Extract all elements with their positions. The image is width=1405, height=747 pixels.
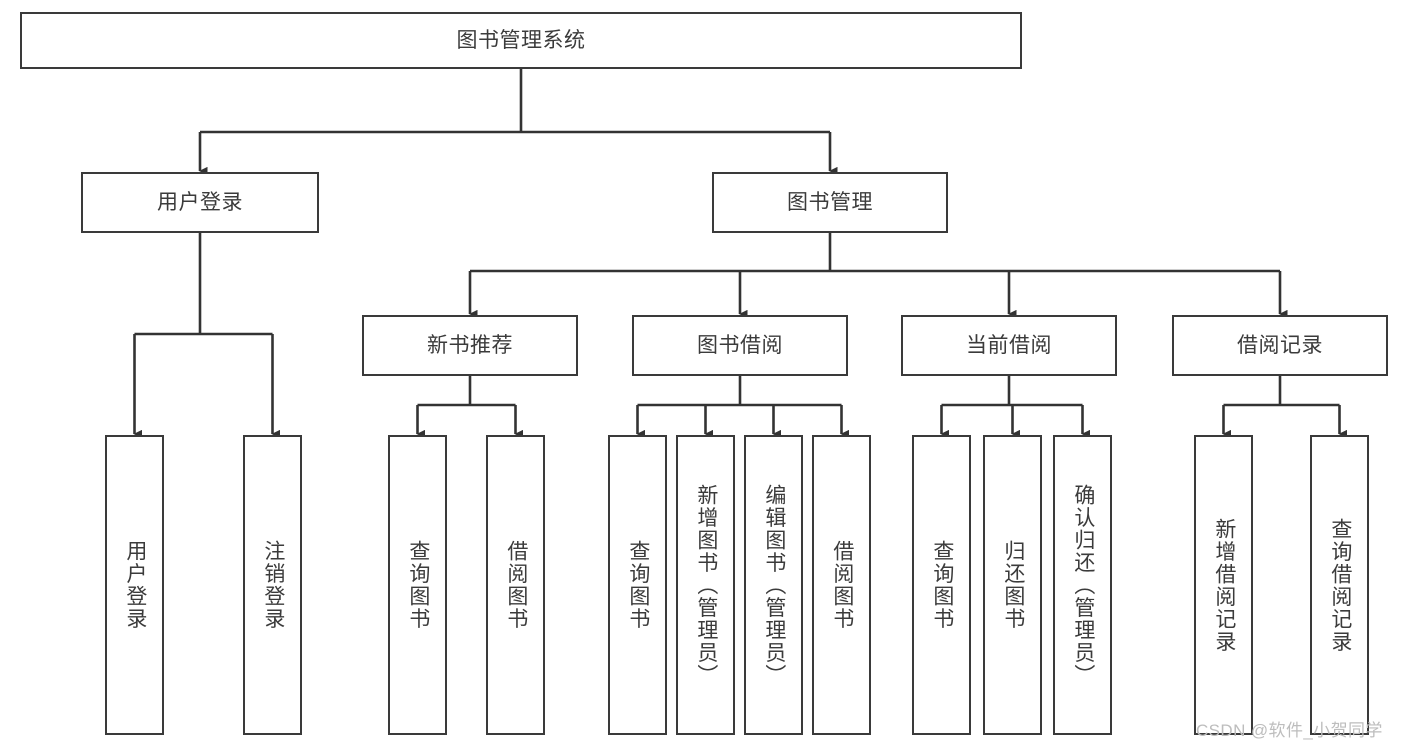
- node-label: 图书管理系统: [456, 28, 586, 52]
- node-label: 查询借阅记录: [1328, 517, 1352, 653]
- node-label: 注销登录: [261, 540, 285, 630]
- node-label: 借阅图书: [504, 540, 528, 630]
- node-leaf-new-2[interactable]: 借阅图书: [486, 435, 545, 735]
- node-leaf-login-1[interactable]: 用户登录: [105, 435, 164, 735]
- node-leaf-rec-1[interactable]: 新增借阅记录: [1194, 435, 1253, 735]
- node-leaf-cur-1[interactable]: 查询图书: [912, 435, 971, 735]
- node-label: 图书借阅: [697, 333, 783, 357]
- node-root[interactable]: 图书管理系统: [20, 12, 1022, 69]
- node-records[interactable]: 借阅记录: [1172, 315, 1388, 376]
- node-newbook[interactable]: 新书推荐: [362, 315, 578, 376]
- node-label: 查询图书: [930, 540, 954, 630]
- node-leaf-cur-2[interactable]: 归还图书: [983, 435, 1042, 735]
- node-leaf-borrow-4[interactable]: 借阅图书: [812, 435, 871, 735]
- node-bookmgmt[interactable]: 图书管理: [712, 172, 948, 233]
- node-leaf-cur-3[interactable]: 确认归还（管理员）: [1053, 435, 1112, 735]
- node-label: 图书管理: [787, 190, 873, 214]
- node-current[interactable]: 当前借阅: [901, 315, 1117, 376]
- node-label: 借阅记录: [1237, 333, 1323, 357]
- node-leaf-rec-2[interactable]: 查询借阅记录: [1310, 435, 1369, 735]
- node-label: 用户登录: [157, 190, 243, 214]
- node-label: 新增借阅记录: [1212, 517, 1236, 653]
- watermark-label: CSDN @软件_小贺同学: [1196, 721, 1383, 740]
- node-label: 用户登录: [123, 540, 147, 630]
- node-leaf-borrow-3[interactable]: 编辑图书（管理员）: [744, 435, 803, 735]
- node-label: 归还图书: [1001, 540, 1025, 630]
- node-leaf-new-1[interactable]: 查询图书: [388, 435, 447, 735]
- node-borrow[interactable]: 图书借阅: [632, 315, 848, 376]
- node-label: 当前借阅: [966, 333, 1052, 357]
- node-label: 编辑图书（管理员）: [762, 483, 786, 687]
- node-label: 新增图书（管理员）: [694, 483, 718, 687]
- node-label: 确认归还（管理员）: [1071, 483, 1095, 687]
- edge-group: [133, 69, 1348, 439]
- node-leaf-borrow-1[interactable]: 查询图书: [608, 435, 667, 735]
- node-label: 借阅图书: [830, 540, 854, 630]
- node-label: 新书推荐: [427, 333, 513, 357]
- node-leaf-login-2[interactable]: 注销登录: [243, 435, 302, 735]
- node-label: 查询图书: [626, 540, 650, 630]
- node-leaf-borrow-2[interactable]: 新增图书（管理员）: [676, 435, 735, 735]
- node-label: 查询图书: [406, 540, 430, 630]
- node-login[interactable]: 用户登录: [81, 172, 319, 233]
